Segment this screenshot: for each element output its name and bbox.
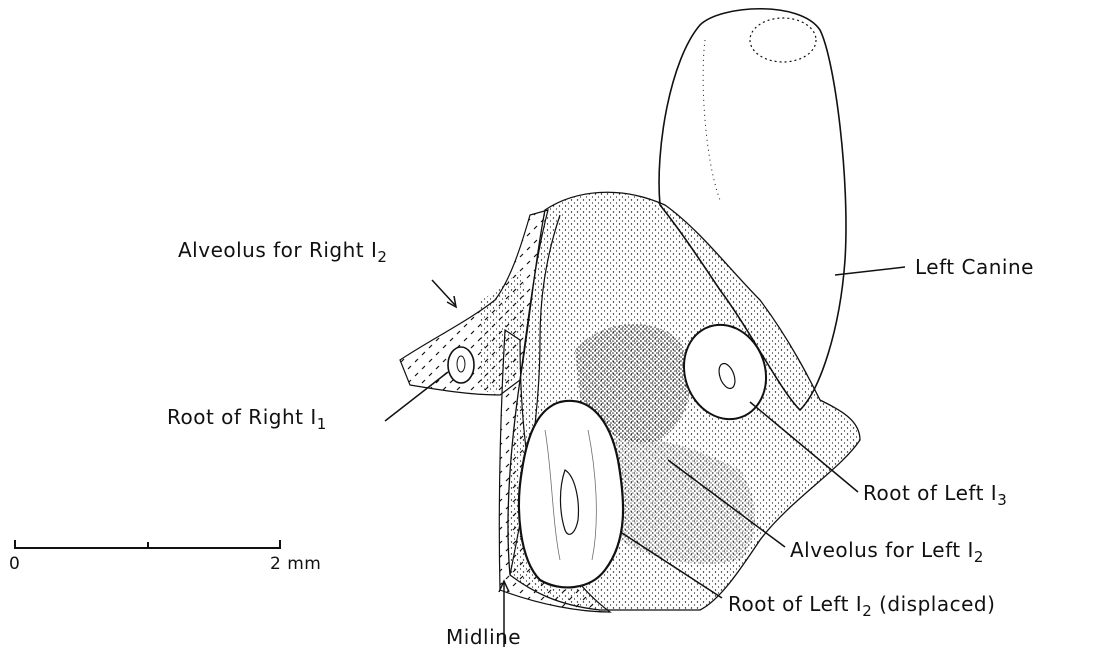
root-of-right-i1-outline <box>448 347 474 383</box>
label-alveolus-right-i2: Alveolus for Right I2 <box>178 240 387 265</box>
root-of-left-i2-outline <box>519 401 623 588</box>
scale-bar-start-label: 0 <box>9 556 20 573</box>
label-root-left-i3: Root of Left I3 <box>863 483 1007 508</box>
leader-alveolus-right-i2 <box>432 280 455 305</box>
label-midline: Midline <box>446 627 521 647</box>
label-alveolus-left-i2: Alveolus for Left I2 <box>790 540 984 565</box>
label-root-right-i1: Root of Right I1 <box>167 407 327 432</box>
label-left-canine: Left Canine <box>915 257 1034 277</box>
scale-bar <box>14 540 281 549</box>
scale-bar-end-label: 2 mm <box>270 556 321 573</box>
label-root-left-i2: Root of Left I2 (displaced) <box>728 594 995 619</box>
leader-left-canine <box>835 267 905 275</box>
